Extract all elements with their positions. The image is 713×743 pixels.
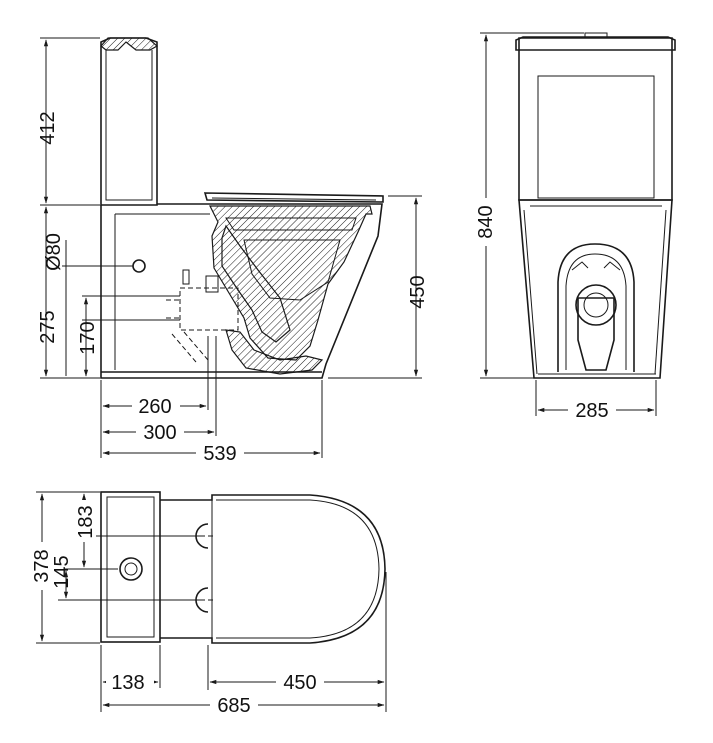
side-dimensions: 412 275 Ø80 170 450 260 300 539 <box>37 37 429 465</box>
dim-plan-138: 138 <box>111 672 144 694</box>
tank-top-cap <box>515 36 676 51</box>
dim-tank-height: 412 <box>37 111 59 144</box>
pan-body-outline <box>100 203 383 379</box>
dim-front-width: 285 <box>575 400 608 422</box>
front-dimensions: 840 285 <box>474 32 657 422</box>
cistern-lid <box>100 37 159 51</box>
trap-outlet <box>577 297 615 371</box>
inlet-plan <box>119 557 143 581</box>
cistern-inner-wall <box>105 50 153 201</box>
side-view <box>100 37 384 379</box>
cistern-outline <box>100 37 158 206</box>
outlet-hidden <box>166 287 239 363</box>
outlet-pipe-outer <box>575 284 617 326</box>
water-inlet <box>132 259 146 273</box>
trapway-section <box>225 329 324 375</box>
seat-lid <box>203 192 384 203</box>
plan-view <box>100 491 386 644</box>
dim-side-depth: 539 <box>203 443 236 465</box>
bowl-interior <box>225 217 357 231</box>
tank-front-panel <box>537 75 655 199</box>
trap-shroud-inner <box>565 253 627 370</box>
plan-dimensions: 378 145 183 138 450 685 <box>30 491 387 717</box>
bowl-plan <box>160 494 386 644</box>
cistern-plan <box>100 491 161 643</box>
dim-outlet-300: 300 <box>143 422 176 444</box>
dim-inlet-height: 275 <box>37 310 59 343</box>
dim-fix-145: 145 <box>51 555 73 588</box>
trap-shroud <box>557 243 635 372</box>
flush-button <box>584 32 608 39</box>
dim-plan-depth: 685 <box>217 695 250 717</box>
dim-outlet-height: 170 <box>77 321 99 354</box>
front-view <box>515 32 676 379</box>
dim-plan-450: 450 <box>283 672 316 694</box>
pedestal-outline <box>518 199 673 379</box>
dim-fix-183: 183 <box>75 505 97 538</box>
dim-total-height: 840 <box>475 205 497 238</box>
outlet-connector <box>205 275 219 293</box>
dim-pan-height: 450 <box>407 275 429 308</box>
outlet-pipe-inner <box>583 292 609 318</box>
seat-lid-inner <box>211 197 377 201</box>
seat-plan <box>211 495 380 643</box>
dim-outlet-260: 260 <box>138 396 171 418</box>
bowl-water-line <box>243 239 341 301</box>
tank-front <box>518 37 673 201</box>
dim-plan-width: 378 <box>31 549 53 582</box>
dim-inlet-diameter: Ø80 <box>43 233 65 271</box>
outlet-stub <box>182 269 190 285</box>
